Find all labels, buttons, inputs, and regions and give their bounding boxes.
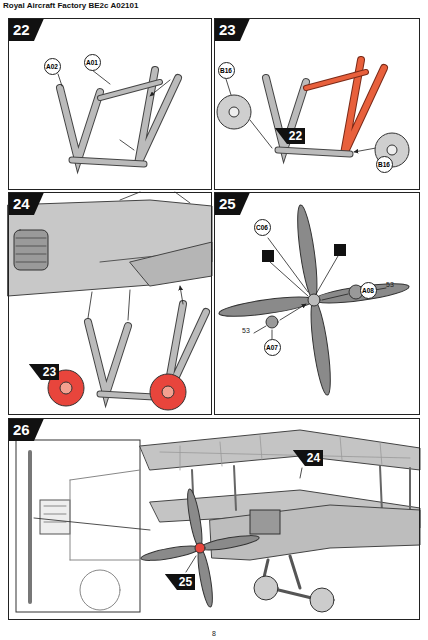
part-callout: A07: [264, 339, 281, 356]
step-panel: 22A02 A01: [8, 18, 212, 190]
step-number: 24: [9, 193, 44, 215]
step-number: 24: [307, 451, 320, 465]
step-panel: 23B16B1622: [214, 18, 420, 190]
step-number: 23: [43, 365, 56, 379]
part-number: 53: [386, 281, 394, 288]
step-reference: 22: [275, 128, 305, 144]
step-reference: 24: [293, 450, 323, 466]
part-callout: B16: [218, 62, 235, 79]
part-callout: A08: [360, 282, 377, 299]
part-callout: B16: [376, 156, 393, 173]
step-panel: 24 23: [8, 192, 212, 415]
step-number: 22: [9, 19, 44, 41]
page-number: 8: [212, 630, 216, 637]
step-panel: 26 24 25: [8, 418, 420, 620]
part-callout: C06: [254, 219, 271, 236]
step-panel: 25C06A08A07: [214, 192, 420, 415]
page-title: Royal Aircraft Factory BE2c A02101: [3, 1, 138, 10]
step-reference: 25: [165, 574, 195, 590]
part-number: 53: [242, 327, 250, 334]
step-reference: 23: [29, 364, 59, 380]
step-number: 25: [179, 575, 192, 589]
part-number: A02: [46, 63, 58, 70]
part-number: A07: [266, 344, 278, 351]
step-number: 26: [9, 419, 44, 441]
part-number: C06: [256, 224, 268, 231]
step-number: 22: [289, 129, 302, 143]
step-number: 23: [215, 19, 250, 41]
part-number: B16: [220, 67, 232, 74]
part-callout: A02: [44, 58, 61, 75]
part-number: B16: [378, 161, 390, 168]
part-callout: A01: [84, 54, 101, 71]
part-number: A08: [362, 287, 374, 294]
step-number: 25: [215, 193, 250, 215]
part-number: A01: [86, 59, 98, 66]
